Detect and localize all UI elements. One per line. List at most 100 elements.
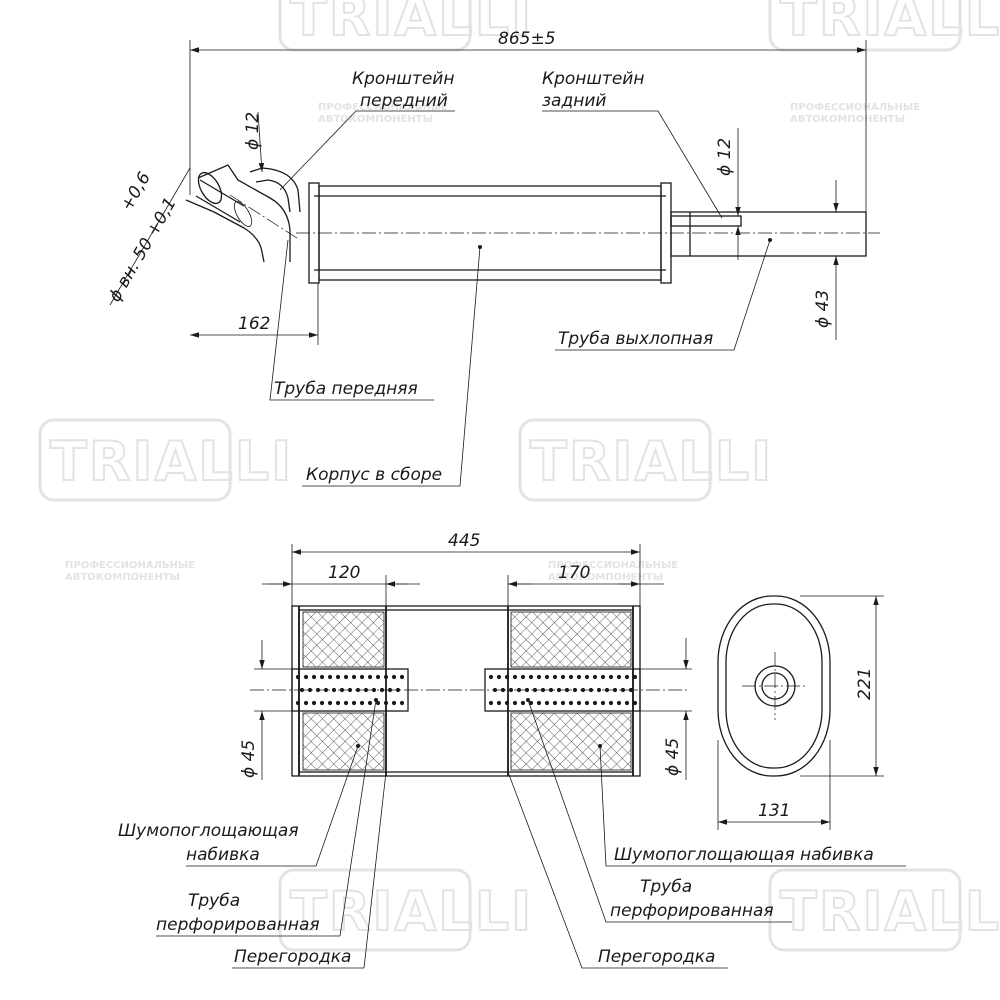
perforation-hole <box>375 674 381 680</box>
dimension-height: 221 <box>800 595 884 777</box>
packing-right <box>510 611 632 771</box>
perforation-hole <box>383 674 389 680</box>
dimension-right-pipe-diameter: ϕ 45 <box>640 638 692 780</box>
dimension-outlet-diameter: ϕ 43 <box>813 180 839 340</box>
perforated-pipe-right <box>484 668 641 712</box>
perforation-hole <box>303 700 309 706</box>
perforation-hole <box>488 700 494 706</box>
muffler-body-top <box>296 182 880 284</box>
perf-left-label-line1: Труба <box>188 891 240 911</box>
perforation-hole <box>504 700 510 706</box>
perforation-hole <box>331 687 337 693</box>
perforation-hole <box>319 674 325 680</box>
svg-text:ПРОФЕССИОНАЛЬНЫЕ: ПРОФЕССИОНАЛЬНЫЕ <box>318 102 448 113</box>
perforation-hole <box>367 700 373 706</box>
perforation-hole <box>608 700 614 706</box>
perforation-hole <box>335 674 341 680</box>
perforation-hole <box>616 700 622 706</box>
front-bracket-diameter-value: ϕ 12 <box>243 112 263 150</box>
perforation-hole <box>568 700 574 706</box>
perforation-hole <box>588 687 594 693</box>
svg-text:TRIALLI: TRIALLI <box>50 430 293 493</box>
front-bracket-label-line2: передний <box>360 91 448 111</box>
perforation-hole <box>496 674 502 680</box>
exhaust-pipe-label: Труба выхлопная <box>558 329 713 349</box>
perforation-hole <box>343 674 349 680</box>
perforation-hole <box>295 674 301 680</box>
perforation-hole <box>339 687 345 693</box>
perforation-hole <box>624 674 630 680</box>
left-chamber-value: 120 <box>328 563 360 583</box>
perforation-hole <box>556 687 562 693</box>
perforation-hole <box>319 700 325 706</box>
watermark-logo-bottom-right: TRIALLI <box>768 868 1000 952</box>
watermark-logo-bottom-left: TRIALLI <box>278 868 533 952</box>
perf-left-label-line2: перфорированная <box>156 915 320 935</box>
front-bracket-label-line1: Кронштейн <box>352 69 454 89</box>
perforation-hole <box>520 700 526 706</box>
inlet-diameter-value: ϕ вн. 50 +0,1 <box>105 194 181 305</box>
perforation-hole <box>508 687 514 693</box>
perforation-hole <box>584 674 590 680</box>
perforation-hole <box>544 700 550 706</box>
perforation-hole <box>367 674 373 680</box>
perforation-hole <box>359 700 365 706</box>
perforation-hole <box>311 700 317 706</box>
perforation-hole <box>355 687 361 693</box>
perforation-hole <box>387 687 393 693</box>
perforation-hole <box>572 687 578 693</box>
perforation-hole <box>347 687 353 693</box>
svg-text:АВТОКОМПОНЕНТЫ: АВТОКОМПОНЕНТЫ <box>65 572 180 583</box>
dimension-left-chamber: 120 <box>262 563 420 606</box>
svg-text:TRIALLI: TRIALLI <box>290 0 533 48</box>
callout-rear-bracket: Кронштейн задний <box>542 69 723 219</box>
perforation-hole <box>632 700 638 706</box>
perforation-hole <box>576 674 582 680</box>
watermark-logo-top-left: TRIALLI <box>278 0 533 52</box>
width-value: 131 <box>758 801 790 821</box>
watermark-tagline-4: ПРОФЕССИОНАЛЬНЫЕ АВТОКОМПОНЕНТЫ <box>548 560 678 583</box>
perforation-hole <box>628 687 634 693</box>
callout-front-pipe: Труба передняя <box>269 239 434 401</box>
perforation-hole <box>379 687 385 693</box>
watermark-tagline-3: ПРОФЕССИОНАЛЬНЫЕ АВТОКОМПОНЕНТЫ <box>65 560 195 583</box>
packing-left-label-line2: набивка <box>186 845 260 865</box>
perforation-hole <box>560 674 566 680</box>
perforation-hole <box>399 674 405 680</box>
watermark-logo-middle-right: TRIALLI <box>518 418 772 502</box>
packing-right-label: Шумопоглощающая набивка <box>614 845 874 865</box>
muffler-section-body <box>250 605 690 777</box>
perforation-hole <box>399 700 405 706</box>
perforation-hole <box>568 674 574 680</box>
perforation-hole <box>359 674 365 680</box>
perforation-hole <box>391 700 397 706</box>
dimension-right-chamber: 170 <box>507 563 664 606</box>
top-view: 865±5 <box>105 29 880 487</box>
perf-right-label-line1: Труба <box>640 877 692 897</box>
perforation-hole <box>363 687 369 693</box>
watermark-tagline-1: ПРОФЕССИОНАЛЬНЫЕ АВТОКОМПОНЕНТЫ <box>318 102 448 125</box>
dimension-front-bracket-diameter: ϕ 12 <box>243 112 265 173</box>
callout-front-bracket: Кронштейн передний <box>279 69 455 191</box>
perforation-hole <box>504 674 510 680</box>
perforation-hole <box>500 687 506 693</box>
perforation-hole <box>528 700 534 706</box>
perforation-hole <box>520 674 526 680</box>
watermark-logo-top-right: TRIALLI <box>768 0 1000 52</box>
outlet-diameter-value: ϕ 43 <box>813 290 833 328</box>
perforation-hole <box>311 674 317 680</box>
perforation-hole <box>552 674 558 680</box>
callout-perforated-pipe-right: Труба перфорированная <box>526 698 792 923</box>
height-value: 221 <box>855 668 875 700</box>
callout-baffle-right: Перегородка <box>507 771 728 969</box>
perforation-hole <box>524 687 530 693</box>
perforation-hole <box>391 674 397 680</box>
perforation-hole <box>371 687 377 693</box>
perforation-hole <box>532 687 538 693</box>
perforation-hole <box>323 687 329 693</box>
svg-text:TRIALLI: TRIALLI <box>290 880 533 943</box>
perforation-hole <box>620 687 626 693</box>
dimension-front-offset: 162 <box>190 283 319 345</box>
svg-text:ПРОФЕССИОНАЛЬНЫЕ: ПРОФЕССИОНАЛЬНЫЕ <box>790 102 920 113</box>
